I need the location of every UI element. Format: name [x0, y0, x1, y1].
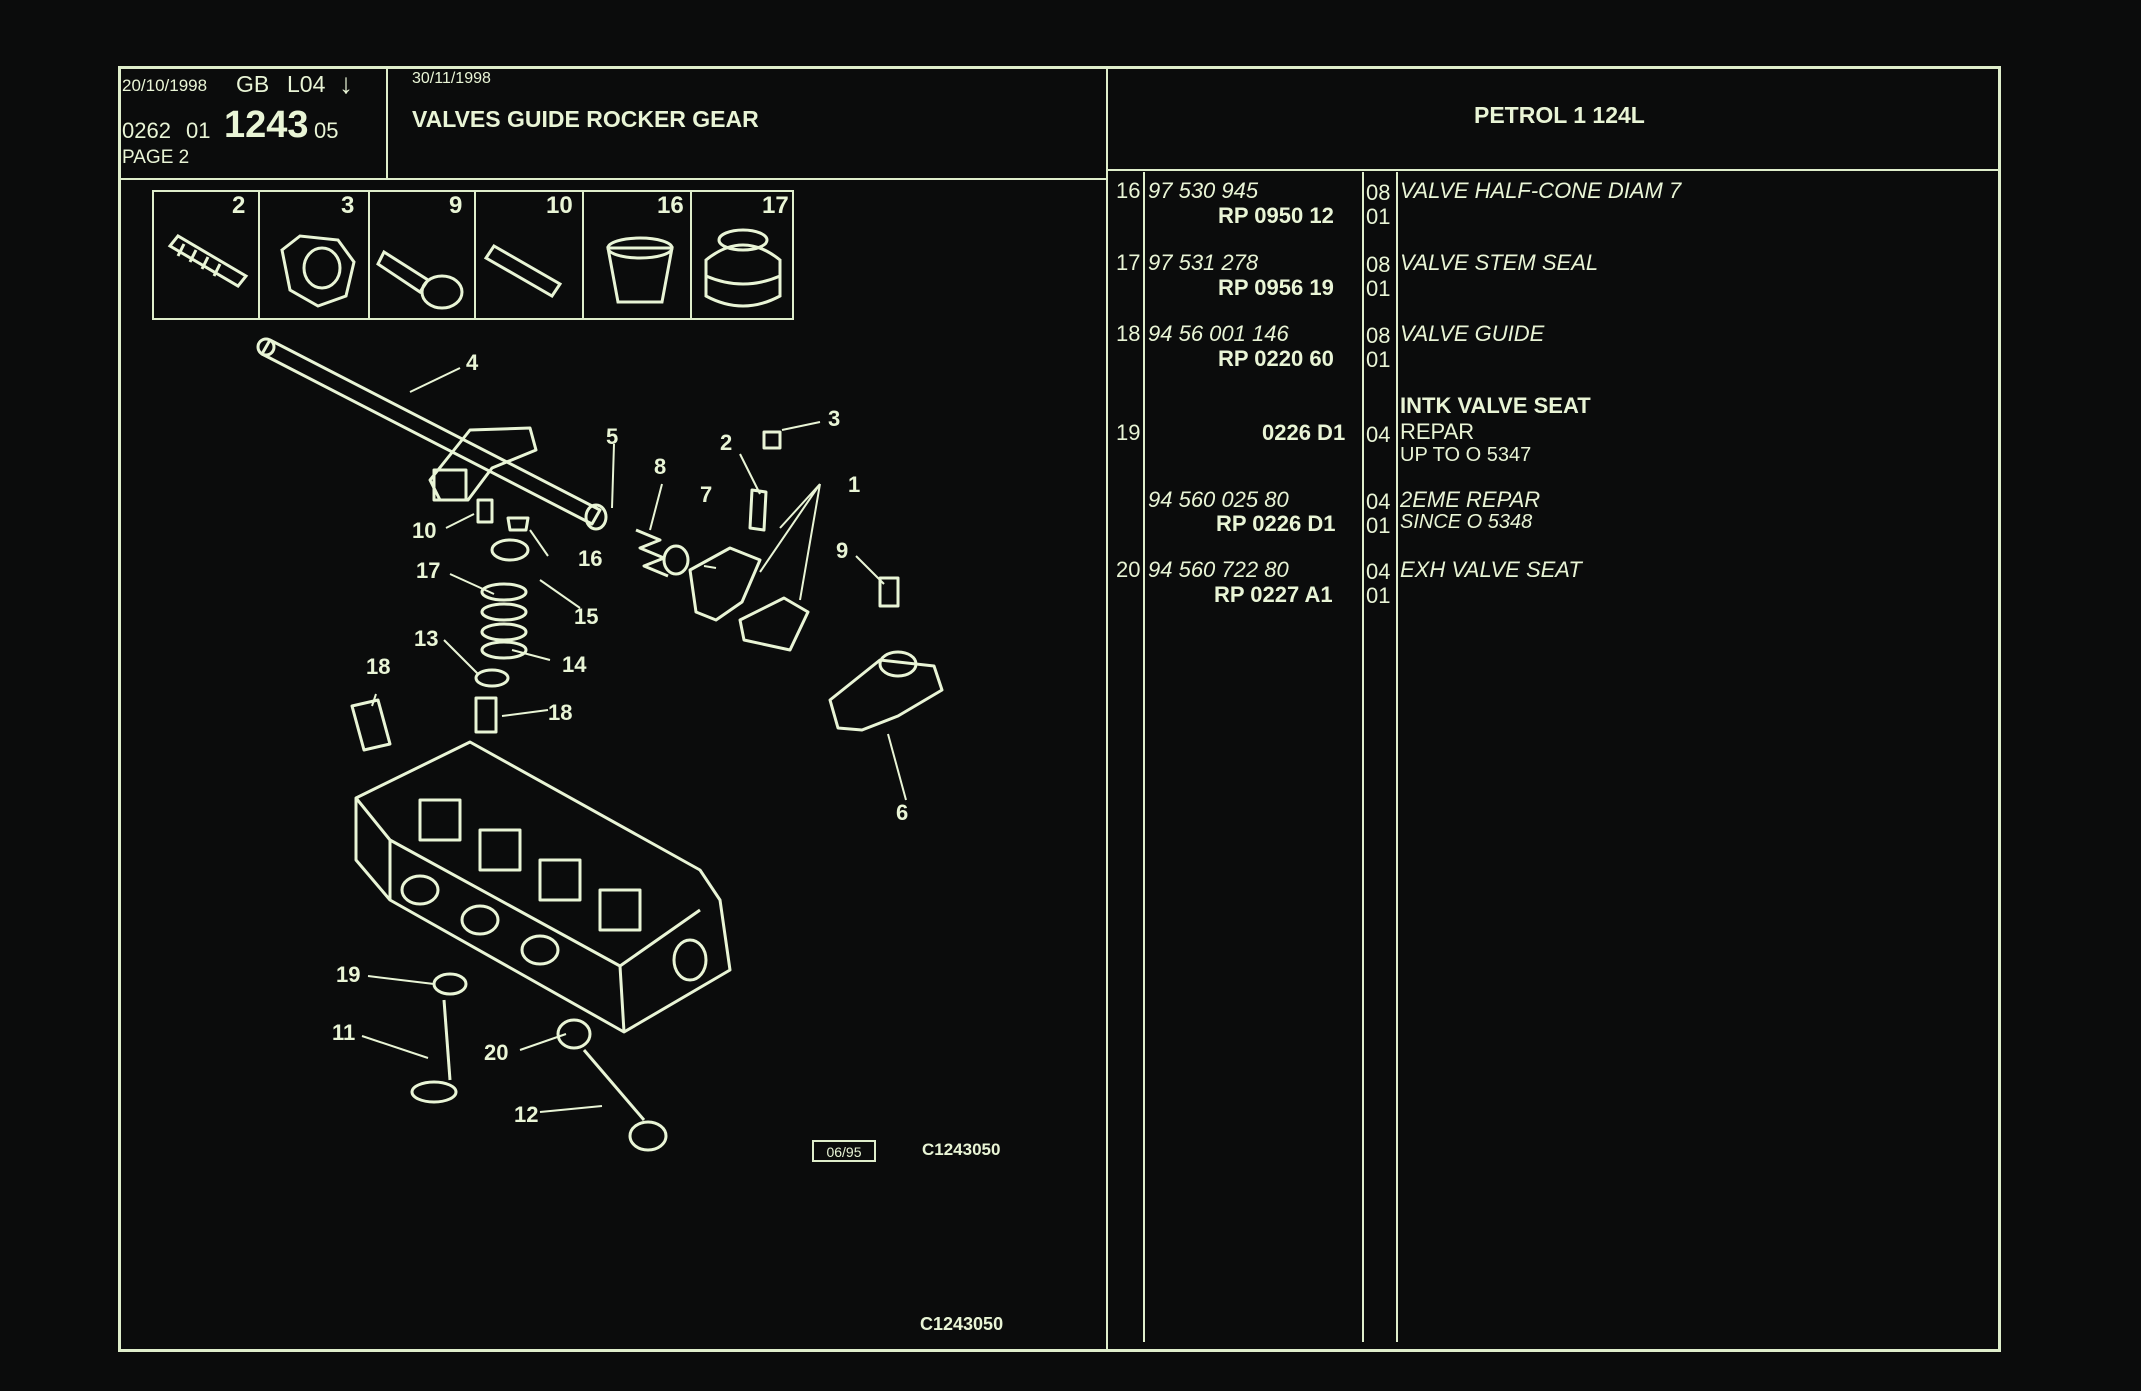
- row-rp-code: RP 0226 D1: [1216, 511, 1336, 536]
- table-col-desc: [1396, 172, 1398, 1342]
- row-rp-code: RP 0227 A1: [1214, 582, 1333, 607]
- date: 20/10/1998: [122, 76, 208, 95]
- table-col-qty: [1362, 172, 1364, 1342]
- row-rp-code: RP 0220 60: [1218, 346, 1334, 371]
- header-col-divider: [386, 66, 388, 178]
- detail-strip: [152, 190, 794, 320]
- callout-18-right: 18: [548, 700, 573, 725]
- row-qty: 04: [1366, 489, 1391, 514]
- callout-2: 2: [720, 430, 733, 455]
- row-qty: 08: [1366, 323, 1391, 348]
- callout-20: 20: [484, 1040, 509, 1065]
- callout-1: 1: [848, 472, 861, 497]
- detail-label-2: 2: [232, 192, 246, 219]
- callout-7: 7: [700, 482, 713, 507]
- detail-label-9: 9: [449, 192, 463, 219]
- row-description: 2EME REPAR: [1400, 487, 1541, 512]
- row-unit: 01: [1366, 347, 1391, 372]
- engine-type: PETROL 1 124L: [1474, 102, 1645, 128]
- row-description-line2: UP TO O 5347: [1400, 444, 1532, 466]
- variant-code: L04: [287, 71, 326, 97]
- page-number: PAGE 2: [122, 147, 190, 168]
- detail-sep: [258, 190, 260, 320]
- detail-label-16: 16: [657, 192, 684, 219]
- ref-group: 01: [186, 118, 211, 143]
- page-title: VALVES GUIDE ROCKER GEAR: [412, 106, 759, 132]
- detail-label-17: 17: [762, 192, 789, 219]
- row-qty: 08: [1366, 180, 1391, 205]
- row-rp-code: RP 0950 12: [1218, 203, 1334, 228]
- callout-15: 15: [574, 604, 599, 629]
- diagram-date-stamp-text: 06/95: [826, 1144, 862, 1160]
- row-part-number: 94 560 025 80: [1148, 487, 1289, 512]
- row-item: 17: [1116, 250, 1141, 275]
- row-part-number: 94 560 722 80: [1148, 557, 1289, 582]
- row-item: 20: [1116, 557, 1141, 582]
- row-part-number: 97 531 278: [1148, 250, 1259, 275]
- row-description: VALVE HALF-CONE DIAM 7: [1400, 178, 1682, 203]
- header-divider-right: [1108, 169, 2001, 171]
- row-unit: 01: [1366, 513, 1391, 538]
- update-date: 30/11/1998: [412, 70, 491, 87]
- callout-11: 11: [332, 1020, 356, 1045]
- callout-4: 4: [466, 350, 479, 375]
- row-section-heading: INTK VALVE SEAT: [1400, 393, 1591, 418]
- diagram-reference: C1243050: [922, 1140, 1001, 1159]
- row-qty: 04: [1366, 559, 1391, 584]
- callout-8: 8: [654, 454, 667, 479]
- detail-sep: [582, 190, 584, 320]
- row-qty: 08: [1366, 252, 1391, 277]
- ref-suffix: 05: [314, 118, 339, 143]
- row-unit: 01: [1366, 583, 1391, 608]
- diagram-table-divider: [1106, 66, 1108, 1352]
- parts-sheet-frame: [118, 66, 2001, 1352]
- detail-sep: [474, 190, 476, 320]
- row-rp-code: 0226 D1: [1262, 420, 1346, 445]
- diagram-date-stamp: 06/95: [812, 1140, 876, 1162]
- row-rp-code: RP 0956 19: [1218, 275, 1334, 300]
- callout-17: 17: [416, 558, 441, 583]
- callout-9: 9: [836, 538, 849, 563]
- callout-6: 6: [896, 800, 909, 825]
- row-description: REPAR: [1400, 419, 1475, 444]
- callout-18-left: 18: [366, 654, 391, 679]
- row-description: VALVE GUIDE: [1400, 321, 1545, 346]
- down-arrow-icon: ↓: [339, 68, 353, 99]
- row-item: 18: [1116, 321, 1141, 346]
- callout-5: 5: [606, 424, 619, 449]
- callout-10: 10: [412, 518, 437, 543]
- detail-sep: [368, 190, 370, 320]
- row-unit: 01: [1366, 204, 1391, 229]
- row-description-line2: SINCE O 5348: [1400, 511, 1533, 533]
- row-part-number: 97 530 945: [1148, 178, 1259, 203]
- row-description: VALVE STEM SEAL: [1400, 250, 1599, 275]
- footer-reference: C1243050: [920, 1314, 1004, 1334]
- row-description: EXH VALVE SEAT: [1400, 557, 1582, 582]
- row-part-number: 94 56 001 146: [1148, 321, 1289, 346]
- callout-12: 12: [514, 1102, 539, 1127]
- ref-main: 1243: [224, 104, 309, 146]
- row-item: 16: [1116, 178, 1141, 203]
- detail-sep: [690, 190, 692, 320]
- table-col-item: [1143, 172, 1145, 1342]
- row-unit: 01: [1366, 276, 1391, 301]
- callout-3: 3: [828, 406, 841, 431]
- detail-label-10: 10: [546, 192, 573, 219]
- row-qty: 04: [1366, 422, 1391, 447]
- callout-13: 13: [414, 626, 439, 651]
- ref-prefix: 0262: [122, 118, 171, 143]
- header-divider-left: [118, 178, 1108, 180]
- language-code: GB: [236, 71, 270, 97]
- callout-16: 16: [578, 546, 603, 571]
- detail-label-3: 3: [341, 192, 355, 219]
- row-item: 19: [1116, 420, 1141, 445]
- callout-19: 19: [336, 962, 361, 987]
- callout-14: 14: [562, 652, 587, 677]
